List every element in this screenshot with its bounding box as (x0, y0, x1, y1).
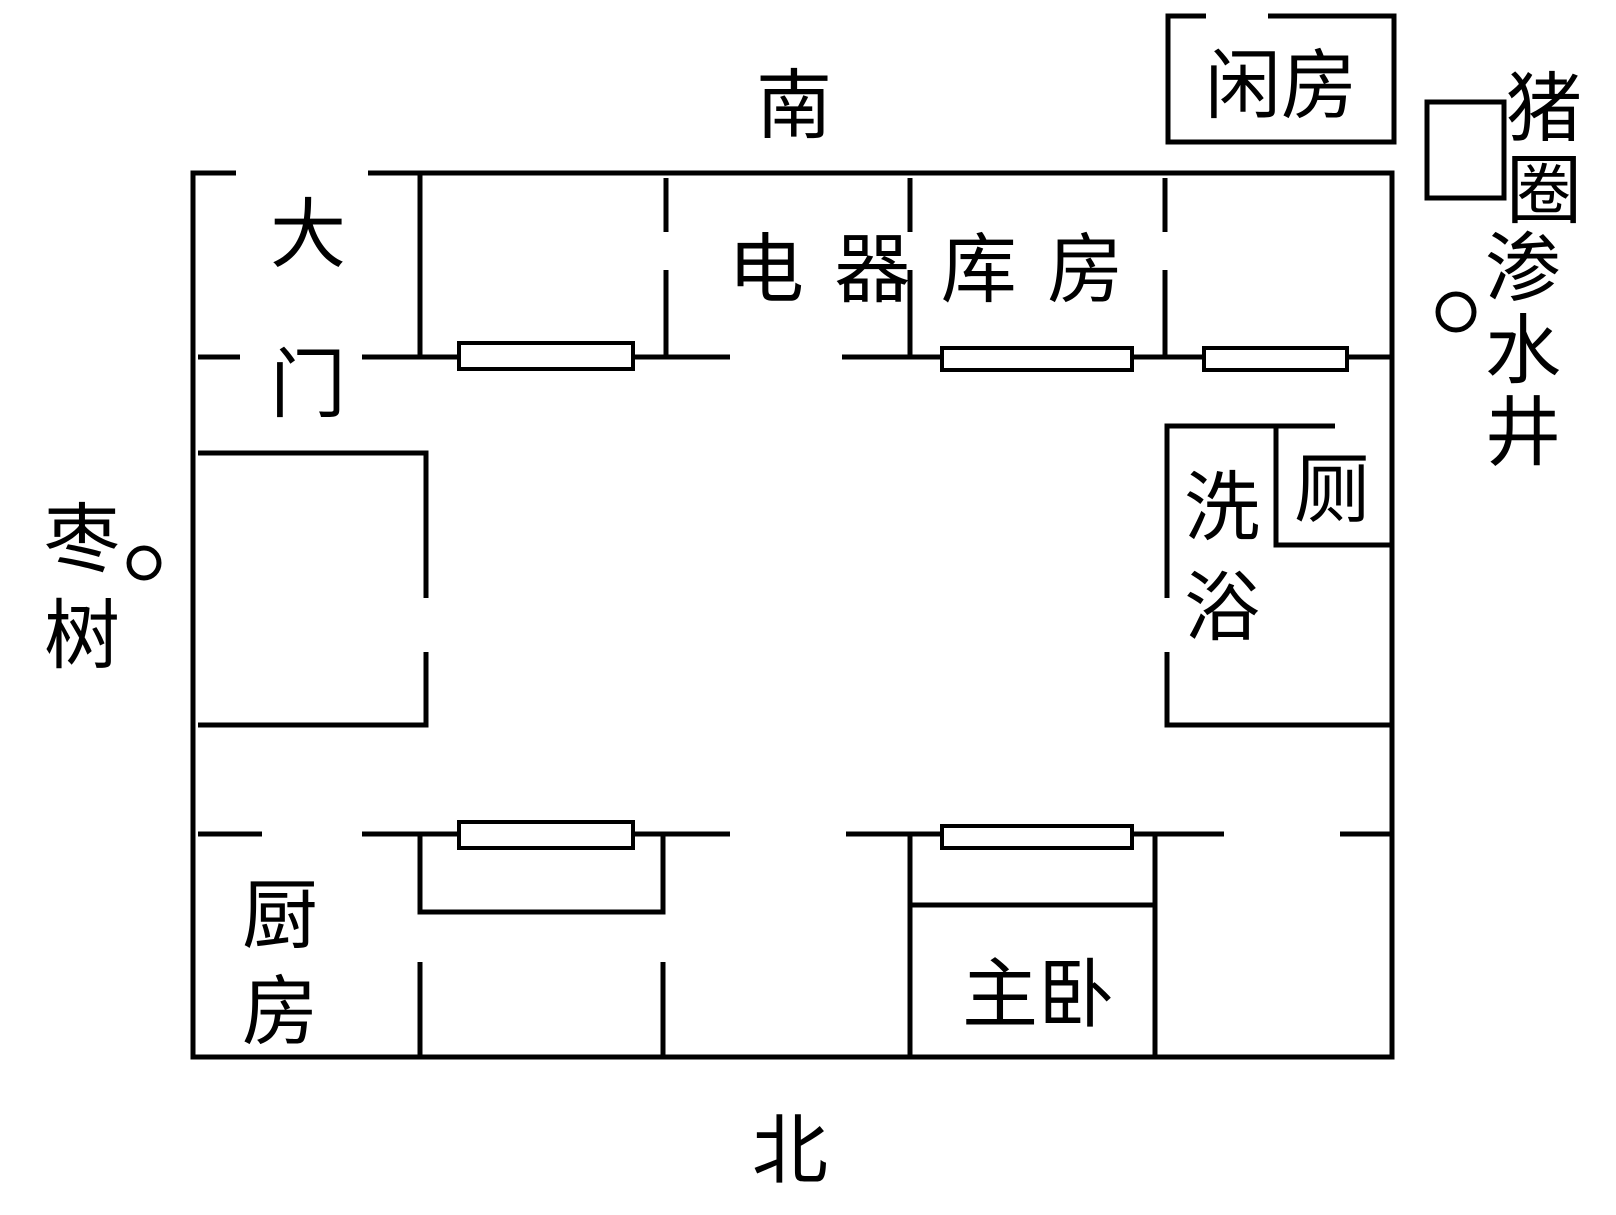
window-upper-3 (1202, 346, 1349, 372)
toilet-label: 厕 (1294, 445, 1370, 534)
compass-south: 南 (756, 61, 832, 150)
spare-room-label: 闲房 (1205, 41, 1357, 130)
main-gate-label: 大门 (270, 190, 346, 429)
partition-lower-1 (417, 834, 666, 1057)
seepage-well-icon (1435, 291, 1477, 333)
spare-room-outline (1165, 13, 1397, 145)
wall-outer-south-left (190, 170, 1395, 1060)
master-bedroom-label: 主卧 (962, 950, 1114, 1039)
window-upper-2 (940, 346, 1134, 372)
compass-north: 北 (752, 1106, 828, 1195)
window-lower-1 (457, 820, 635, 850)
window-upper-1 (457, 341, 635, 371)
seepage-well-label: 渗水井 (1485, 224, 1561, 477)
partition-lower-2 (907, 834, 1158, 1057)
jujube-tree-label: 枣树 (44, 495, 120, 680)
bathroom-label: 洗浴 (1184, 463, 1260, 652)
pigpen-label: 猪圈 (1506, 64, 1582, 235)
jujube-tree-icon (126, 545, 162, 581)
kitchen-label: 厨房 (242, 871, 318, 1056)
window-lower-2 (940, 824, 1134, 850)
pigpen-box (1424, 99, 1507, 201)
storeroom-label: 电器库房 (728, 225, 1154, 314)
west-room (198, 450, 429, 728)
bath-block (1164, 423, 1392, 728)
